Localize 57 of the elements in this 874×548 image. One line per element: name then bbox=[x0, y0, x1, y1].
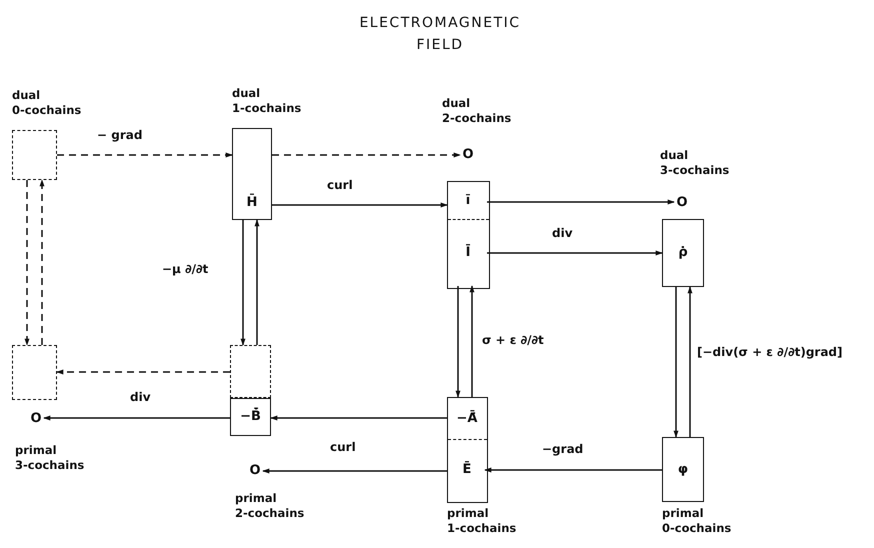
zero-symbol: O bbox=[460, 146, 476, 164]
zero-symbol: O bbox=[247, 462, 263, 480]
cochain-box bbox=[232, 128, 272, 220]
cochain-caption: primal 1-cochains bbox=[447, 506, 518, 536]
field-symbol: H̄ bbox=[246, 195, 258, 211]
zero-symbol: ī bbox=[448, 182, 488, 219]
edge-label: σ + ε ∂/∂t bbox=[480, 333, 546, 347]
field-symbol: −B̄̇ bbox=[240, 409, 261, 425]
cochain-box bbox=[662, 437, 704, 502]
arrow bbox=[487, 200, 675, 204]
edge-label: div bbox=[550, 226, 575, 240]
zero-symbol: Ī bbox=[448, 219, 488, 287]
dashed-arrow bbox=[24, 180, 30, 346]
field-symbol: −Ā̇ bbox=[448, 398, 486, 439]
cochain-caption: dual 2-cochains bbox=[442, 96, 512, 126]
cochain-caption: primal 3-cochains bbox=[15, 443, 86, 473]
edge-label: −grad bbox=[540, 442, 586, 456]
arrow bbox=[262, 468, 447, 474]
dashed-arrow bbox=[56, 370, 230, 374]
cochain-caption: dual 0-cochains bbox=[12, 88, 82, 118]
cochain-caption: primal 2-cochains bbox=[235, 491, 306, 521]
dashed-box bbox=[230, 345, 271, 398]
arrow bbox=[470, 285, 474, 397]
dashed-arrow bbox=[272, 152, 461, 158]
zero-symbol: O bbox=[28, 410, 44, 428]
arrow bbox=[240, 220, 246, 346]
edge-label: −μ ∂/∂t bbox=[160, 262, 210, 276]
field-symbol: ρ̇ bbox=[678, 245, 688, 261]
dashed-arrow bbox=[40, 179, 44, 345]
arrow bbox=[456, 286, 460, 398]
arrow bbox=[484, 468, 662, 472]
arrow bbox=[272, 202, 448, 208]
arrow bbox=[688, 286, 692, 437]
cochain-box bbox=[230, 398, 271, 436]
arrow bbox=[674, 287, 678, 438]
cochain-box bbox=[662, 219, 704, 287]
dashed-arrow bbox=[57, 152, 233, 158]
cochain-caption: dual 1-cochains bbox=[232, 86, 302, 116]
zero-symbol: Ē bbox=[448, 439, 486, 501]
arrow bbox=[43, 416, 230, 420]
edge-label: − grad bbox=[95, 128, 144, 142]
arrow bbox=[487, 250, 663, 256]
dashed-box bbox=[12, 345, 57, 400]
field-symbol: φ bbox=[678, 462, 688, 478]
cochain-box bbox=[447, 397, 488, 503]
edge-label: curl bbox=[325, 178, 355, 192]
cochain-box bbox=[447, 181, 490, 289]
arrow bbox=[270, 416, 447, 420]
dashed-box bbox=[12, 130, 57, 180]
zero-symbol: O bbox=[674, 194, 690, 212]
edge-label: curl bbox=[328, 440, 358, 454]
edge-label: [−div(σ + ε ∂/∂t)grad] bbox=[695, 345, 844, 359]
cochain-caption: primal 0-cochains bbox=[662, 506, 732, 536]
arrow bbox=[254, 219, 260, 345]
edge-label: div bbox=[128, 390, 153, 404]
cochain-caption: dual 3-cochains bbox=[660, 148, 730, 178]
diagram-title: ELECTROMAGNETIC FIELD bbox=[358, 14, 522, 55]
